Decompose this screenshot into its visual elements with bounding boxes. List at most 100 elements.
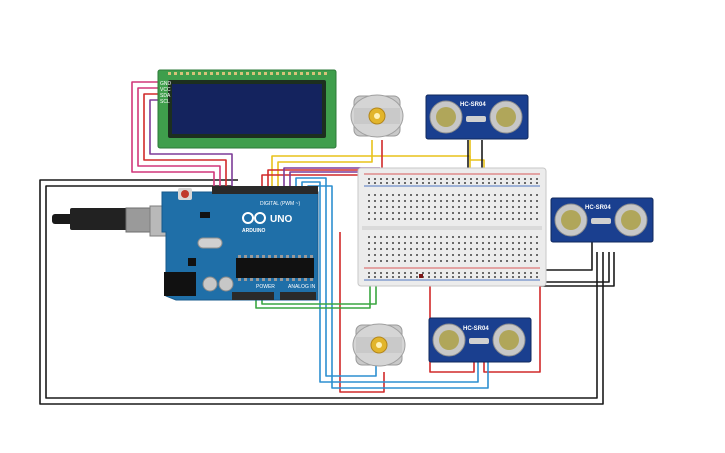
breadboard-hole: [416, 218, 418, 220]
atmega-chip: [236, 258, 314, 278]
breadboard-hole: [476, 260, 478, 262]
breadboard-hole: [404, 178, 406, 180]
breadboard-hole: [530, 260, 532, 262]
breadboard-hole: [440, 212, 442, 214]
breadboard-hole: [452, 200, 454, 202]
breadboard-hole: [488, 206, 490, 208]
breadboard-hole: [536, 254, 538, 256]
breadboard-hole: [488, 182, 490, 184]
breadboard-hole: [368, 206, 370, 208]
breadboard-hole: [374, 218, 376, 220]
breadboard-hole: [500, 178, 502, 180]
breadboard-hole: [464, 182, 466, 184]
breadboard-hole: [404, 242, 406, 244]
breadboard-hole: [506, 178, 508, 180]
breadboard-hole: [518, 254, 520, 256]
breadboard-hole: [398, 212, 400, 214]
breadboard-hole: [464, 212, 466, 214]
lcd-pin-scl: SCL: [160, 99, 170, 105]
breadboard-hole: [368, 272, 370, 274]
breadboard-hole: [422, 212, 424, 214]
breadboard-hole: [410, 242, 412, 244]
breadboard-hole: [446, 178, 448, 180]
breadboard-hole: [398, 276, 400, 278]
breadboard-hole: [458, 200, 460, 202]
wire-black-outer: [39, 179, 604, 405]
breadboard-hole: [386, 254, 388, 256]
breadboard-hole: [458, 194, 460, 196]
breadboard-hole: [464, 178, 466, 180]
wire-purple-1: [283, 167, 380, 190]
chip-pin: [268, 255, 271, 258]
breadboard-hole: [398, 206, 400, 208]
breadboard-hole: [368, 218, 370, 220]
breadboard-hole: [398, 200, 400, 202]
breadboard-hole: [506, 242, 508, 244]
breadboard-hole: [518, 178, 520, 180]
breadboard-hole: [524, 254, 526, 256]
breadboard-hole: [410, 236, 412, 238]
breadboard-hole: [518, 272, 520, 274]
wire-black-sensor: [530, 252, 610, 283]
breadboard-hole: [494, 218, 496, 220]
usb-cable-body: [70, 208, 128, 230]
breadboard-hole: [380, 242, 382, 244]
breadboard-hole: [422, 200, 424, 202]
breadboard-hole: [506, 254, 508, 256]
breadboard-hole: [374, 260, 376, 262]
breadboard-hole: [446, 242, 448, 244]
breadboard-hole: [392, 248, 394, 250]
breadboard-hole: [392, 212, 394, 214]
breadboard-hole: [536, 212, 538, 214]
breadboard-hole: [386, 206, 388, 208]
breadboard-hole: [464, 242, 466, 244]
breadboard-hole: [374, 194, 376, 196]
breadboard-hole: [470, 254, 472, 256]
breadboard-hole: [482, 218, 484, 220]
breadboard-hole: [512, 242, 514, 244]
breadboard-hole: [440, 178, 442, 180]
breadboard-hole: [380, 212, 382, 214]
breadboard-hole: [368, 178, 370, 180]
breadboard-hole: [380, 248, 382, 250]
breadboard-hole: [482, 182, 484, 184]
breadboard-hole: [386, 178, 388, 180]
breadboard-hole: [494, 248, 496, 250]
breadboard-hole: [524, 260, 526, 262]
breadboard-hole: [500, 200, 502, 202]
breadboard-hole: [464, 248, 466, 250]
breadboard-hole: [398, 242, 400, 244]
breadboard-hole: [386, 248, 388, 250]
breadboard-hole: [446, 200, 448, 202]
sensor-right-label: HC-SR04: [585, 205, 611, 211]
breadboard-hole: [398, 236, 400, 238]
breadboard-hole: [500, 182, 502, 184]
breadboard-hole: [398, 260, 400, 262]
breadboard-hole: [470, 272, 472, 274]
breadboard-hole: [476, 254, 478, 256]
breadboard-hole: [452, 206, 454, 208]
breadboard-hole: [524, 200, 526, 202]
breadboard-hole: [422, 242, 424, 244]
breadboard-hole: [392, 218, 394, 220]
breadboard-hole: [464, 260, 466, 262]
breadboard-hole: [374, 236, 376, 238]
breadboard-hole: [524, 178, 526, 180]
breadboard-hole: [446, 260, 448, 262]
power-jack: [164, 272, 196, 296]
breadboard-hole: [494, 178, 496, 180]
breadboard-hole: [398, 254, 400, 256]
chip-pin: [304, 255, 307, 258]
breadboard-hole: [422, 272, 424, 274]
breadboard-hole: [494, 276, 496, 278]
breadboard-hole: [476, 236, 478, 238]
breadboard-hole: [518, 182, 520, 184]
breadboard-hole: [404, 260, 406, 262]
board-power-label: POWER: [256, 284, 275, 290]
lcd-header-pins: [168, 72, 327, 75]
breadboard-hole: [506, 218, 508, 220]
breadboard-hole: [476, 276, 478, 278]
breadboard-hole: [416, 212, 418, 214]
breadboard-hole: [380, 236, 382, 238]
chip-pin: [262, 278, 265, 281]
